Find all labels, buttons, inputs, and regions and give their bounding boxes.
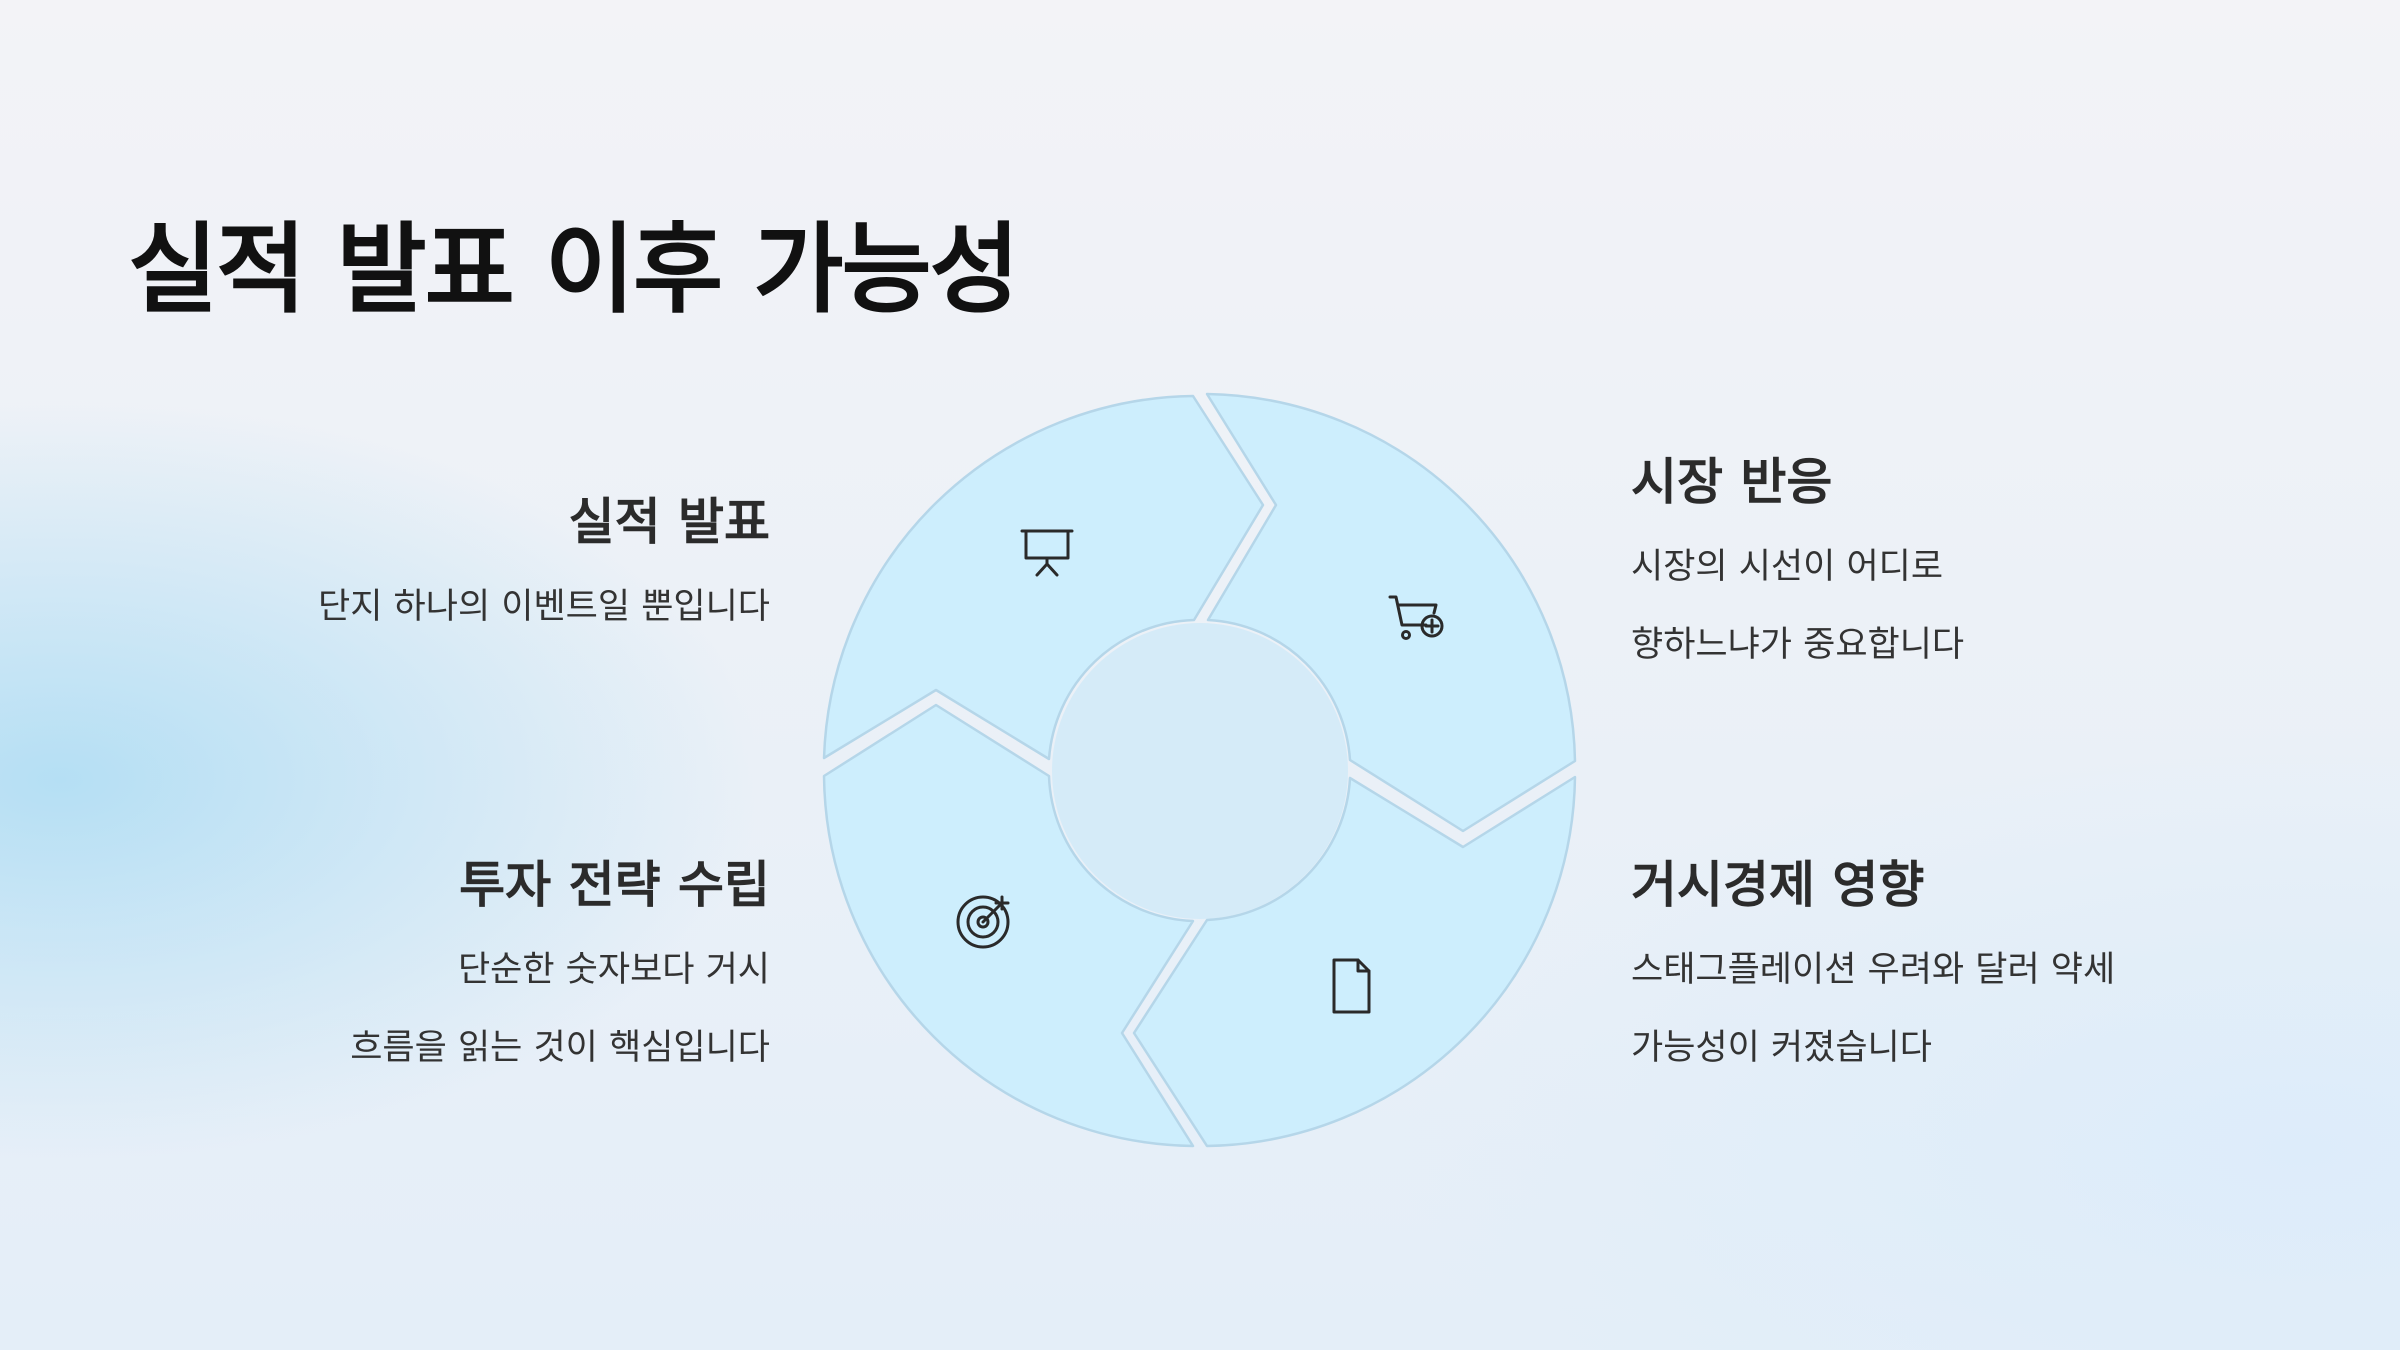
step-market-reaction: 시장 반응 시장의 시선이 어디로 향하느냐가 중요합니다 [1631, 450, 2331, 684]
step-description: 시장의 시선이 어디로 [1631, 547, 1944, 587]
cycle-segment-market [1205, 392, 1577, 833]
target-arrow-icon [956, 895, 1010, 949]
step-heading: 실적 발표 [568, 493, 770, 551]
step-description: 흐름을 읽는 것이 핵심입니다 [350, 1028, 770, 1068]
step-macro-impact: 거시경제 영향 스태그플레이션 우려와 달러 약세 가능성이 커졌습니다 [1631, 853, 2331, 1087]
step-description: 향하느냐가 중요합니다 [1631, 625, 1965, 665]
step-heading: 거시경제 영향 [1631, 856, 1925, 914]
cart-plus-icon [1388, 595, 1444, 640]
step-heading: 투자 전략 수립 [459, 856, 770, 914]
document-icon [1332, 958, 1371, 1014]
cycle-segment-earnings [822, 394, 1265, 761]
step-description: 단순한 숫자보다 거시 [457, 950, 770, 990]
step-description: 스태그플레이션 우려와 달러 약세 [1631, 950, 2116, 990]
presentation-board-icon [1020, 529, 1074, 577]
step-earnings: 실적 발표 단지 하나의 이벤트일 뿐입니다 [70, 490, 770, 646]
step-heading: 시장 반응 [1631, 453, 1833, 511]
step-description: 가능성이 커졌습니다 [1631, 1028, 1932, 1068]
page-title: 실적 발표 이후 가능성 [128, 213, 1020, 327]
step-investment-strategy: 투자 전략 수립 단순한 숫자보다 거시 흐름을 읽는 것이 핵심입니다 [70, 853, 770, 1087]
cycle-center [1052, 623, 1348, 919]
step-description: 단지 하나의 이벤트일 뿐입니다 [318, 587, 770, 627]
